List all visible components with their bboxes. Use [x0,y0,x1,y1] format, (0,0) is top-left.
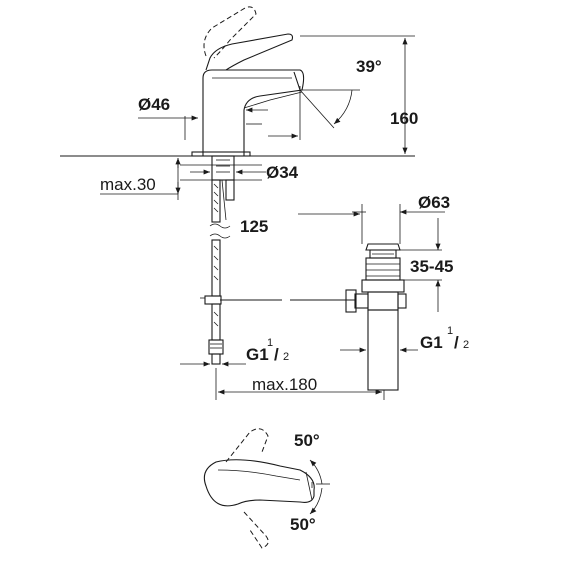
dimension-max180-label: max.180 [252,375,317,394]
dimension-g-supply-label: G1 [246,345,269,364]
dimension-shank-diameter: Ø34 [190,163,299,182]
dimension-max-reach: max.180 [215,368,385,400]
faucet-top-view: 50° 50° [203,428,330,549]
dimension-max30-label: max.30 [100,175,156,194]
dimension-waste-thread: G1 1 / 2 [340,325,469,353]
supply-connection [204,239,224,365]
dimension-160-label: 160 [390,109,418,128]
dimension-height: 160 [300,35,418,154]
dimension-g1-waste-num: 1 [447,325,453,337]
spout-reach-arrows [246,107,298,139]
svg-text:/: / [274,345,279,364]
dimension-34-label: Ø34 [266,163,299,182]
pipe-break [209,223,231,239]
dimension-waste-range: 35-45 [400,218,453,312]
faucet-side-view [191,6,305,223]
dimension-waste-diameter: Ø63 [352,193,450,244]
dimension-max-thickness: max.30 [100,158,181,200]
dimension-g1-waste-label: G1 [420,333,443,352]
pop-up-rod [200,297,355,301]
dimension-g1-waste-den: 2 [463,339,469,351]
dimension-39-label: 39° [356,57,382,76]
rotation-lower-label: 50° [290,515,316,534]
waste-assembly [345,243,407,391]
svg-text:/: / [454,333,459,352]
dimension-g-supply-num: 1 [267,337,273,349]
dimension-35-45-label: 35-45 [410,257,453,276]
dimension-g-supply-den: 2 [283,351,289,363]
dimension-46-label: Ø46 [138,95,170,114]
dimension-125-label: 125 [240,217,268,236]
rotation-upper-label: 50° [294,431,320,450]
dimension-spout-angle: 39° [299,57,382,140]
dimension-base-diameter: Ø46 [138,95,262,140]
dimension-waste-distance: 125 [240,204,363,244]
dimension-63-label: Ø63 [418,193,450,212]
dimension-supply-thread: G1 1 / 2 [180,337,289,367]
